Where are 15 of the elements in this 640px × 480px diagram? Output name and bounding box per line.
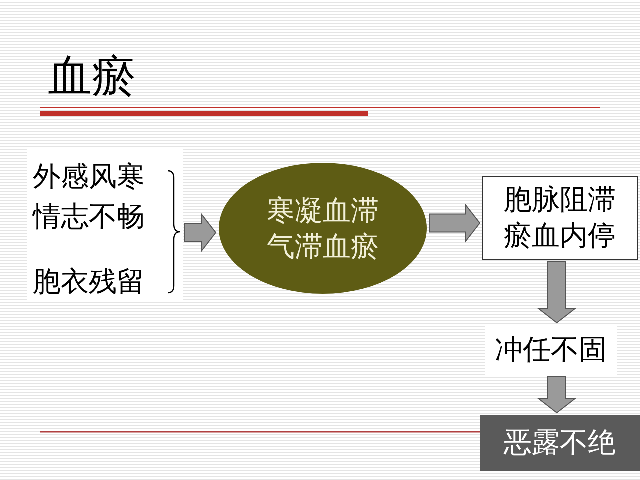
node-text: 恶露不绝	[502, 425, 617, 461]
process-box	[482, 176, 638, 260]
cause-text: 外感风寒	[33, 160, 145, 194]
arrow	[430, 204, 481, 243]
process-ellipse	[218, 162, 428, 295]
arrow	[538, 376, 576, 414]
cause-text: 情志不畅	[33, 200, 145, 234]
node-text: 冲任不固	[494, 332, 608, 368]
result-box	[480, 415, 640, 471]
node-text: 寒凝血滞气滞血瘀	[266, 192, 380, 264]
arrow	[184, 213, 217, 252]
arrow	[538, 262, 576, 324]
title: 血瘀	[48, 52, 136, 102]
cause-text: 胞衣残留	[33, 265, 145, 299]
node-text: 胞脉阻滞瘀血内停	[502, 182, 617, 254]
